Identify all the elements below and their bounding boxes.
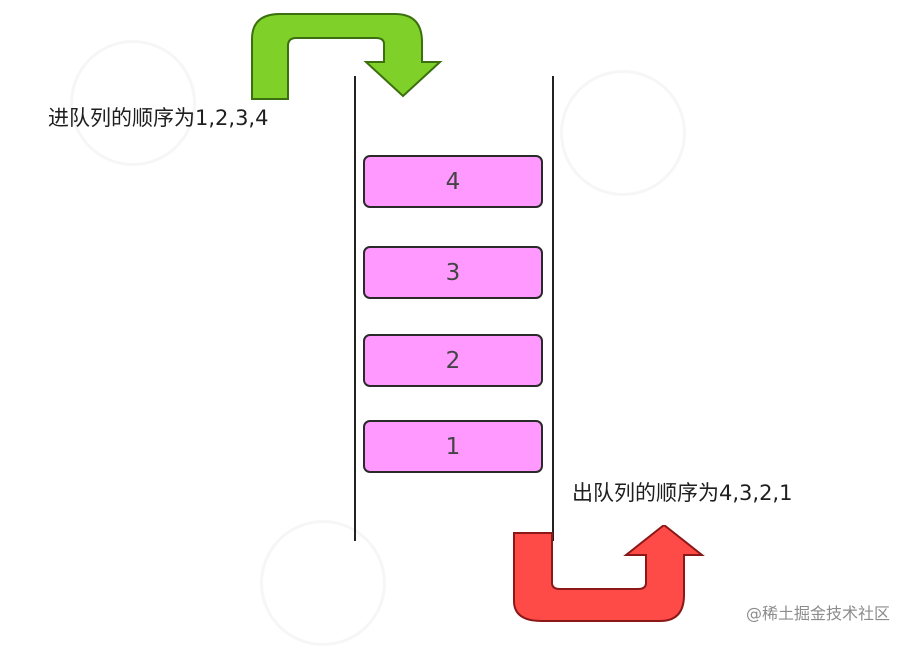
enqueue-arrow-icon	[251, 13, 443, 100]
watermark-logo-bottom	[235, 495, 411, 671]
enqueue-order-label: 进队列的顺序为1,2,3,4	[48, 106, 269, 130]
queue-item-4: 4	[363, 155, 543, 208]
stack-diagram: 进队列的顺序为1,2,3,4 4 3 2 1 出队列的顺序为4,3,2,1 @稀…	[45, 13, 890, 671]
queue-item-3: 3	[363, 246, 543, 299]
queue-item-1: 1	[363, 420, 543, 473]
watermark-logo-right	[535, 45, 711, 221]
dequeue-order-label: 出队列的顺序为4,3,2,1	[572, 481, 793, 505]
stack-right-wall	[552, 76, 554, 541]
dequeue-arrow-icon	[513, 525, 705, 622]
queue-item-2: 2	[363, 334, 543, 387]
stack-left-wall	[354, 76, 356, 541]
credit-text: @稀土掘金技术社区	[745, 604, 890, 623]
